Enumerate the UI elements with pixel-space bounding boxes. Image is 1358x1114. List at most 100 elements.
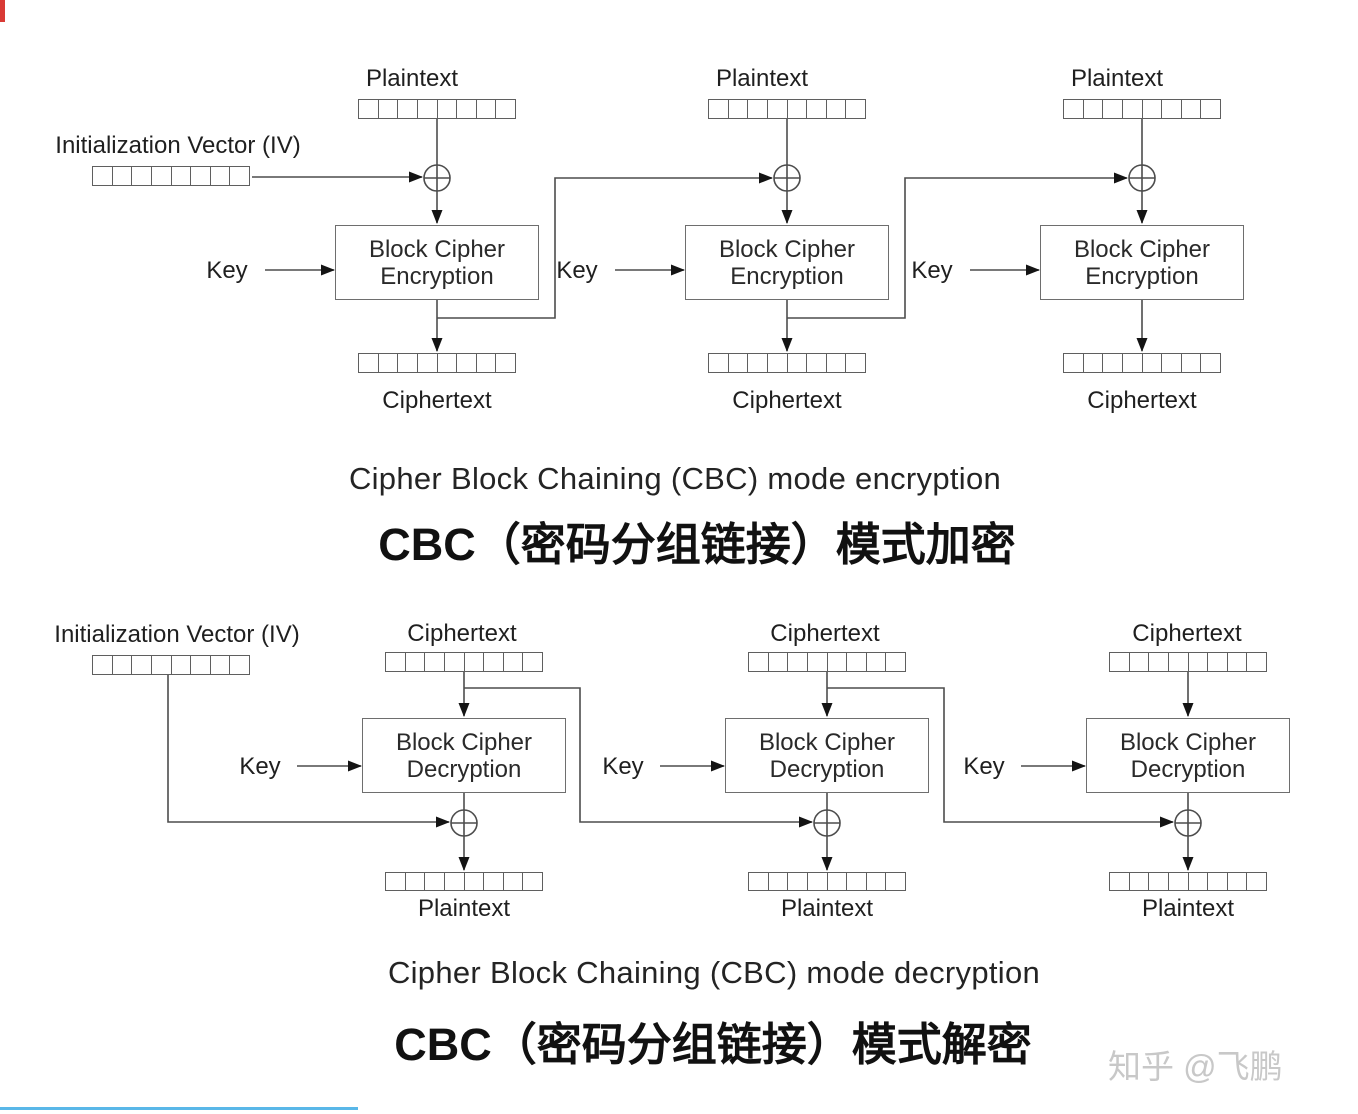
plaintext-block-register	[748, 872, 906, 891]
block-cell	[1102, 100, 1122, 118]
block-cell	[767, 873, 788, 890]
block-cell	[1082, 100, 1103, 118]
block-cell	[170, 656, 191, 674]
block-cell	[1128, 653, 1149, 671]
block-cell	[806, 653, 827, 671]
block-cipher-encryption-box: Block Cipher Encryption	[1040, 225, 1244, 300]
block-cipher-encryption-box: Block Cipher Encryption	[335, 225, 539, 300]
plaintext-label: Plaintext	[365, 65, 459, 92]
block-cell	[787, 653, 807, 671]
block-cell	[495, 100, 515, 118]
block-cell	[229, 167, 249, 185]
box-line1: Block Cipher	[1119, 728, 1257, 756]
block-cell	[424, 653, 444, 671]
block-cell	[1200, 100, 1220, 118]
key-label: Key	[206, 257, 248, 284]
box-line2: Decryption	[406, 755, 522, 783]
block-cell	[786, 354, 807, 372]
decryption-caption-en: Cipher Block Chaining (CBC) mode decrypt…	[387, 955, 1041, 990]
block-cell	[846, 653, 866, 671]
block-cell	[786, 100, 807, 118]
encryption-connectors	[252, 119, 1156, 352]
plaintext-block-register	[358, 99, 516, 119]
block-cell	[806, 354, 826, 372]
block-cell	[1161, 354, 1181, 372]
plaintext-label: Plaintext	[1070, 65, 1164, 92]
box-line1: Block Cipher	[1073, 235, 1211, 263]
encryption-caption-zh: CBC（密码分组链接）模式加密	[378, 519, 1016, 570]
block-cell	[1148, 653, 1168, 671]
block-cell	[522, 653, 542, 671]
block-cell	[1110, 653, 1129, 671]
block-cell	[1082, 354, 1103, 372]
block-cell	[825, 354, 846, 372]
block-cell	[443, 653, 464, 671]
plaintext-block-register	[708, 99, 866, 119]
block-cell	[1110, 873, 1129, 890]
block-cell	[1226, 873, 1247, 890]
key-label: Key	[239, 753, 281, 780]
block-cell	[150, 167, 171, 185]
block-cell	[397, 354, 417, 372]
xor-icon	[1128, 164, 1156, 192]
block-cell	[1167, 653, 1188, 671]
key-label: Key	[911, 257, 953, 284]
block-cell	[885, 653, 905, 671]
box-line1: Block Cipher	[758, 728, 896, 756]
block-cell	[806, 873, 827, 890]
block-cell	[209, 167, 230, 185]
block-cipher-decryption-box: Block Cipher Decryption	[362, 718, 566, 793]
block-cell	[846, 873, 866, 890]
box-line1: Block Cipher	[368, 235, 506, 263]
block-cell	[1226, 653, 1247, 671]
block-cell	[416, 354, 437, 372]
block-cell	[416, 100, 437, 118]
block-cell	[747, 100, 767, 118]
block-cell	[1246, 653, 1266, 671]
block-cell	[865, 653, 886, 671]
plaintext-label: Plaintext	[1141, 895, 1235, 922]
block-cell	[1180, 100, 1201, 118]
plaintext-label: Plaintext	[780, 895, 874, 922]
block-cell	[436, 100, 457, 118]
block-cell	[709, 100, 728, 118]
plaintext-label: Plaintext	[417, 895, 511, 922]
block-cell	[397, 100, 417, 118]
block-cell	[727, 354, 748, 372]
watermark: 知乎 @飞鹏	[1108, 1048, 1283, 1085]
box-line2: Encryption	[1085, 262, 1199, 290]
chain-line	[464, 687, 813, 828]
box-line1: Block Cipher	[395, 728, 533, 756]
block-cell	[502, 873, 523, 890]
block-cell	[1187, 653, 1208, 671]
chain-line	[787, 172, 1128, 319]
block-cell	[727, 100, 748, 118]
block-cell	[93, 656, 112, 674]
chain-line	[437, 172, 773, 319]
block-cell	[749, 653, 768, 671]
xor-icon	[1174, 809, 1202, 837]
block-cell	[1200, 354, 1220, 372]
block-cell	[377, 354, 398, 372]
block-cell	[456, 100, 476, 118]
screen-artifact-blue	[0, 1107, 358, 1110]
block-cell	[766, 100, 787, 118]
block-cell	[885, 873, 905, 890]
block-cell	[170, 167, 191, 185]
block-cell	[767, 653, 788, 671]
block-cell	[749, 873, 768, 890]
iv-label: Initialization Vector (IV)	[55, 132, 301, 159]
xor-icon	[773, 164, 801, 192]
ciphertext-label: Ciphertext	[1132, 620, 1242, 647]
block-cell	[111, 656, 132, 674]
block-cell	[1187, 873, 1208, 890]
plaintext-block-register	[1109, 872, 1267, 891]
block-cell	[1180, 354, 1201, 372]
block-cell	[359, 354, 378, 372]
block-cell	[1121, 100, 1142, 118]
block-cell	[826, 653, 847, 671]
chain-line	[827, 687, 1174, 828]
block-cell	[1141, 354, 1162, 372]
xor-icon	[450, 809, 478, 837]
